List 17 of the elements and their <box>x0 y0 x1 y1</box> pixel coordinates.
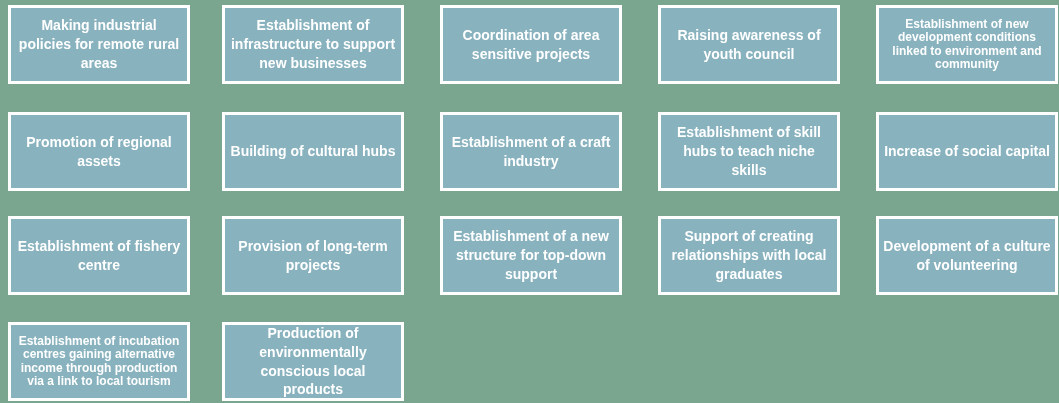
text-box: Development of a culture of volunteering <box>876 216 1058 295</box>
text-box: Establishment of a craft industry <box>440 112 622 191</box>
text-box: Establishment of fishery centre <box>8 216 190 295</box>
text-box: Establishment of incubation centres gaining alternative income through production via a link to local tourism <box>8 322 190 401</box>
text-box: Building of cultural hubs <box>222 112 404 191</box>
text-box: Coordination of area sensitive projects <box>440 5 622 84</box>
text-box: Making industrial policies for remote rural areas <box>8 5 190 84</box>
text-box: Production of environmentally conscious local products <box>222 322 404 401</box>
text-box: Increase of social capital <box>876 112 1058 191</box>
text-box: Support of creating relationships with local graduates <box>658 216 840 295</box>
text-box: Establishment of infrastructure to support new businesses <box>222 5 404 84</box>
text-box: Establishment of skill hubs to teach niche skills <box>658 112 840 191</box>
text-box: Provision of long-term projects <box>222 216 404 295</box>
text-box: Raising awareness of youth council <box>658 5 840 84</box>
text-box: Establishment of a new structure for top-down support <box>440 216 622 295</box>
text-box: Establishment of new development conditions linked to environment and community <box>876 5 1058 84</box>
text-box: Promotion of regional assets <box>8 112 190 191</box>
